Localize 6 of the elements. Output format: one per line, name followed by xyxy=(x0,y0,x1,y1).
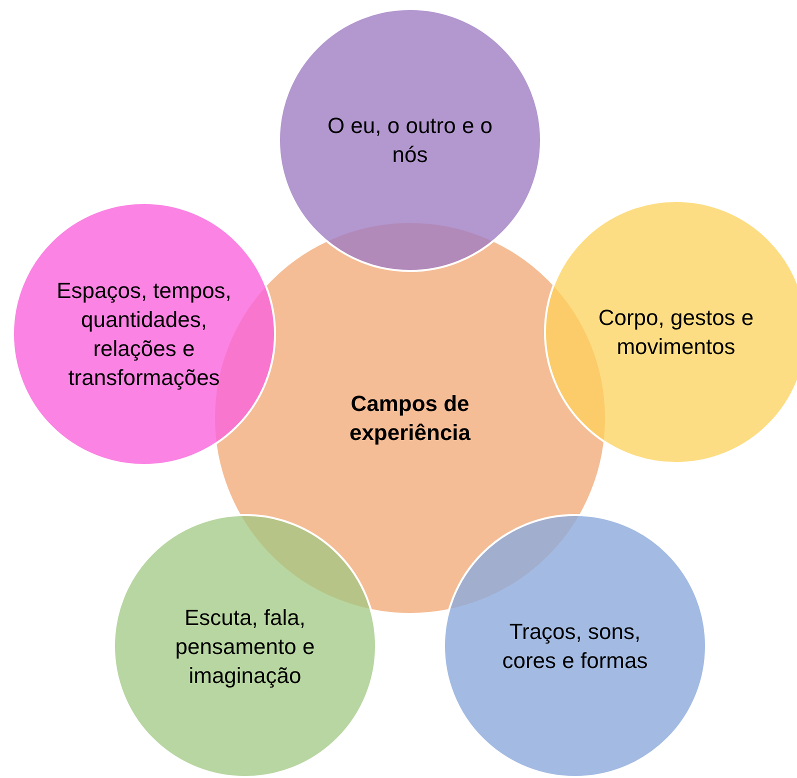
node-label: Espaços, tempos, quantidades, relações e transformações xyxy=(56,277,232,392)
node-label: Escuta, fala, pensamento e imaginação xyxy=(174,604,316,690)
node-label: Campos de experiência xyxy=(348,390,472,447)
node-label: Corpo, gestos e movimentos xyxy=(597,304,755,361)
node-label: O eu, o outro e o nós xyxy=(326,112,494,169)
node-label: Traços, sons, cores e formas xyxy=(501,618,649,675)
